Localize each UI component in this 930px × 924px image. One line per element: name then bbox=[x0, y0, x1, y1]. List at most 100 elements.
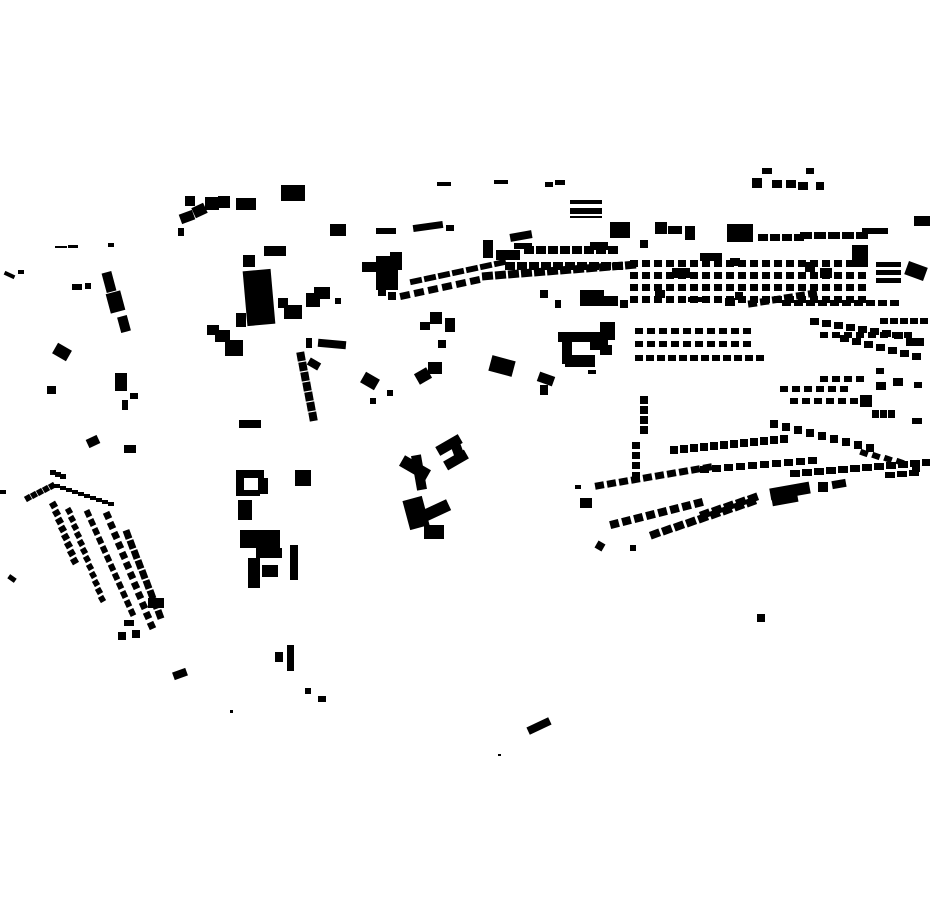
building bbox=[700, 253, 722, 261]
building bbox=[690, 260, 698, 267]
building bbox=[666, 296, 674, 303]
building bbox=[507, 269, 520, 279]
building bbox=[52, 342, 72, 362]
building bbox=[99, 545, 109, 554]
building bbox=[82, 554, 92, 564]
building bbox=[864, 341, 873, 348]
building bbox=[790, 470, 800, 477]
building bbox=[55, 472, 61, 477]
building bbox=[762, 168, 772, 174]
building bbox=[640, 406, 648, 414]
building bbox=[802, 398, 810, 404]
building bbox=[106, 520, 117, 531]
building bbox=[684, 516, 698, 528]
building bbox=[565, 355, 595, 367]
building bbox=[850, 465, 860, 472]
building bbox=[126, 570, 137, 581]
building bbox=[185, 196, 195, 206]
building bbox=[747, 299, 758, 308]
building bbox=[666, 284, 674, 291]
building bbox=[437, 182, 451, 186]
building bbox=[103, 554, 113, 563]
building bbox=[672, 520, 686, 532]
building bbox=[796, 458, 805, 465]
building bbox=[804, 386, 812, 392]
building bbox=[822, 284, 830, 291]
building bbox=[572, 246, 582, 254]
building bbox=[555, 180, 565, 185]
building bbox=[654, 272, 662, 279]
building bbox=[526, 717, 552, 735]
building bbox=[850, 398, 858, 404]
building bbox=[335, 298, 341, 304]
building bbox=[806, 429, 814, 437]
building bbox=[402, 495, 430, 531]
building bbox=[757, 614, 765, 622]
building bbox=[659, 328, 667, 334]
building bbox=[688, 297, 708, 302]
building bbox=[83, 509, 93, 518]
building bbox=[533, 267, 546, 277]
building bbox=[760, 461, 769, 468]
building bbox=[66, 548, 77, 558]
building bbox=[572, 264, 585, 274]
building bbox=[748, 462, 757, 469]
building bbox=[842, 438, 850, 446]
building bbox=[820, 332, 828, 338]
building bbox=[118, 550, 129, 561]
building bbox=[124, 620, 134, 626]
building bbox=[130, 393, 138, 399]
building bbox=[846, 296, 854, 303]
building bbox=[455, 279, 467, 288]
building bbox=[23, 493, 33, 503]
building bbox=[306, 357, 322, 371]
building bbox=[826, 398, 834, 404]
building bbox=[635, 341, 643, 347]
building bbox=[842, 300, 851, 306]
building bbox=[726, 272, 734, 279]
building bbox=[376, 228, 396, 234]
building bbox=[712, 355, 720, 361]
building bbox=[248, 558, 260, 588]
building bbox=[690, 465, 701, 474]
building bbox=[700, 443, 708, 451]
building bbox=[750, 284, 758, 291]
building bbox=[745, 355, 753, 361]
building bbox=[632, 462, 640, 469]
building bbox=[584, 246, 594, 254]
building bbox=[630, 284, 638, 291]
building bbox=[647, 341, 655, 347]
building bbox=[35, 487, 45, 497]
building bbox=[876, 278, 901, 283]
building bbox=[798, 260, 806, 267]
building bbox=[772, 180, 782, 188]
building bbox=[559, 265, 572, 275]
building bbox=[441, 282, 453, 291]
building bbox=[60, 474, 66, 479]
building bbox=[620, 300, 628, 308]
building bbox=[48, 500, 59, 510]
building bbox=[876, 382, 886, 390]
building bbox=[771, 493, 799, 507]
building bbox=[876, 344, 885, 351]
building bbox=[138, 600, 149, 611]
building bbox=[630, 296, 638, 303]
building bbox=[701, 355, 709, 361]
building bbox=[536, 371, 556, 387]
building bbox=[782, 234, 792, 241]
building bbox=[866, 444, 874, 452]
building bbox=[606, 479, 617, 488]
building bbox=[41, 484, 51, 494]
building bbox=[735, 292, 743, 300]
building bbox=[838, 398, 846, 404]
building bbox=[553, 262, 563, 270]
building bbox=[306, 401, 316, 412]
building bbox=[642, 272, 650, 279]
building bbox=[740, 439, 748, 447]
building bbox=[111, 572, 121, 581]
building bbox=[666, 469, 677, 478]
building bbox=[68, 245, 78, 248]
building bbox=[683, 328, 691, 334]
building bbox=[814, 468, 824, 475]
building bbox=[794, 234, 804, 241]
